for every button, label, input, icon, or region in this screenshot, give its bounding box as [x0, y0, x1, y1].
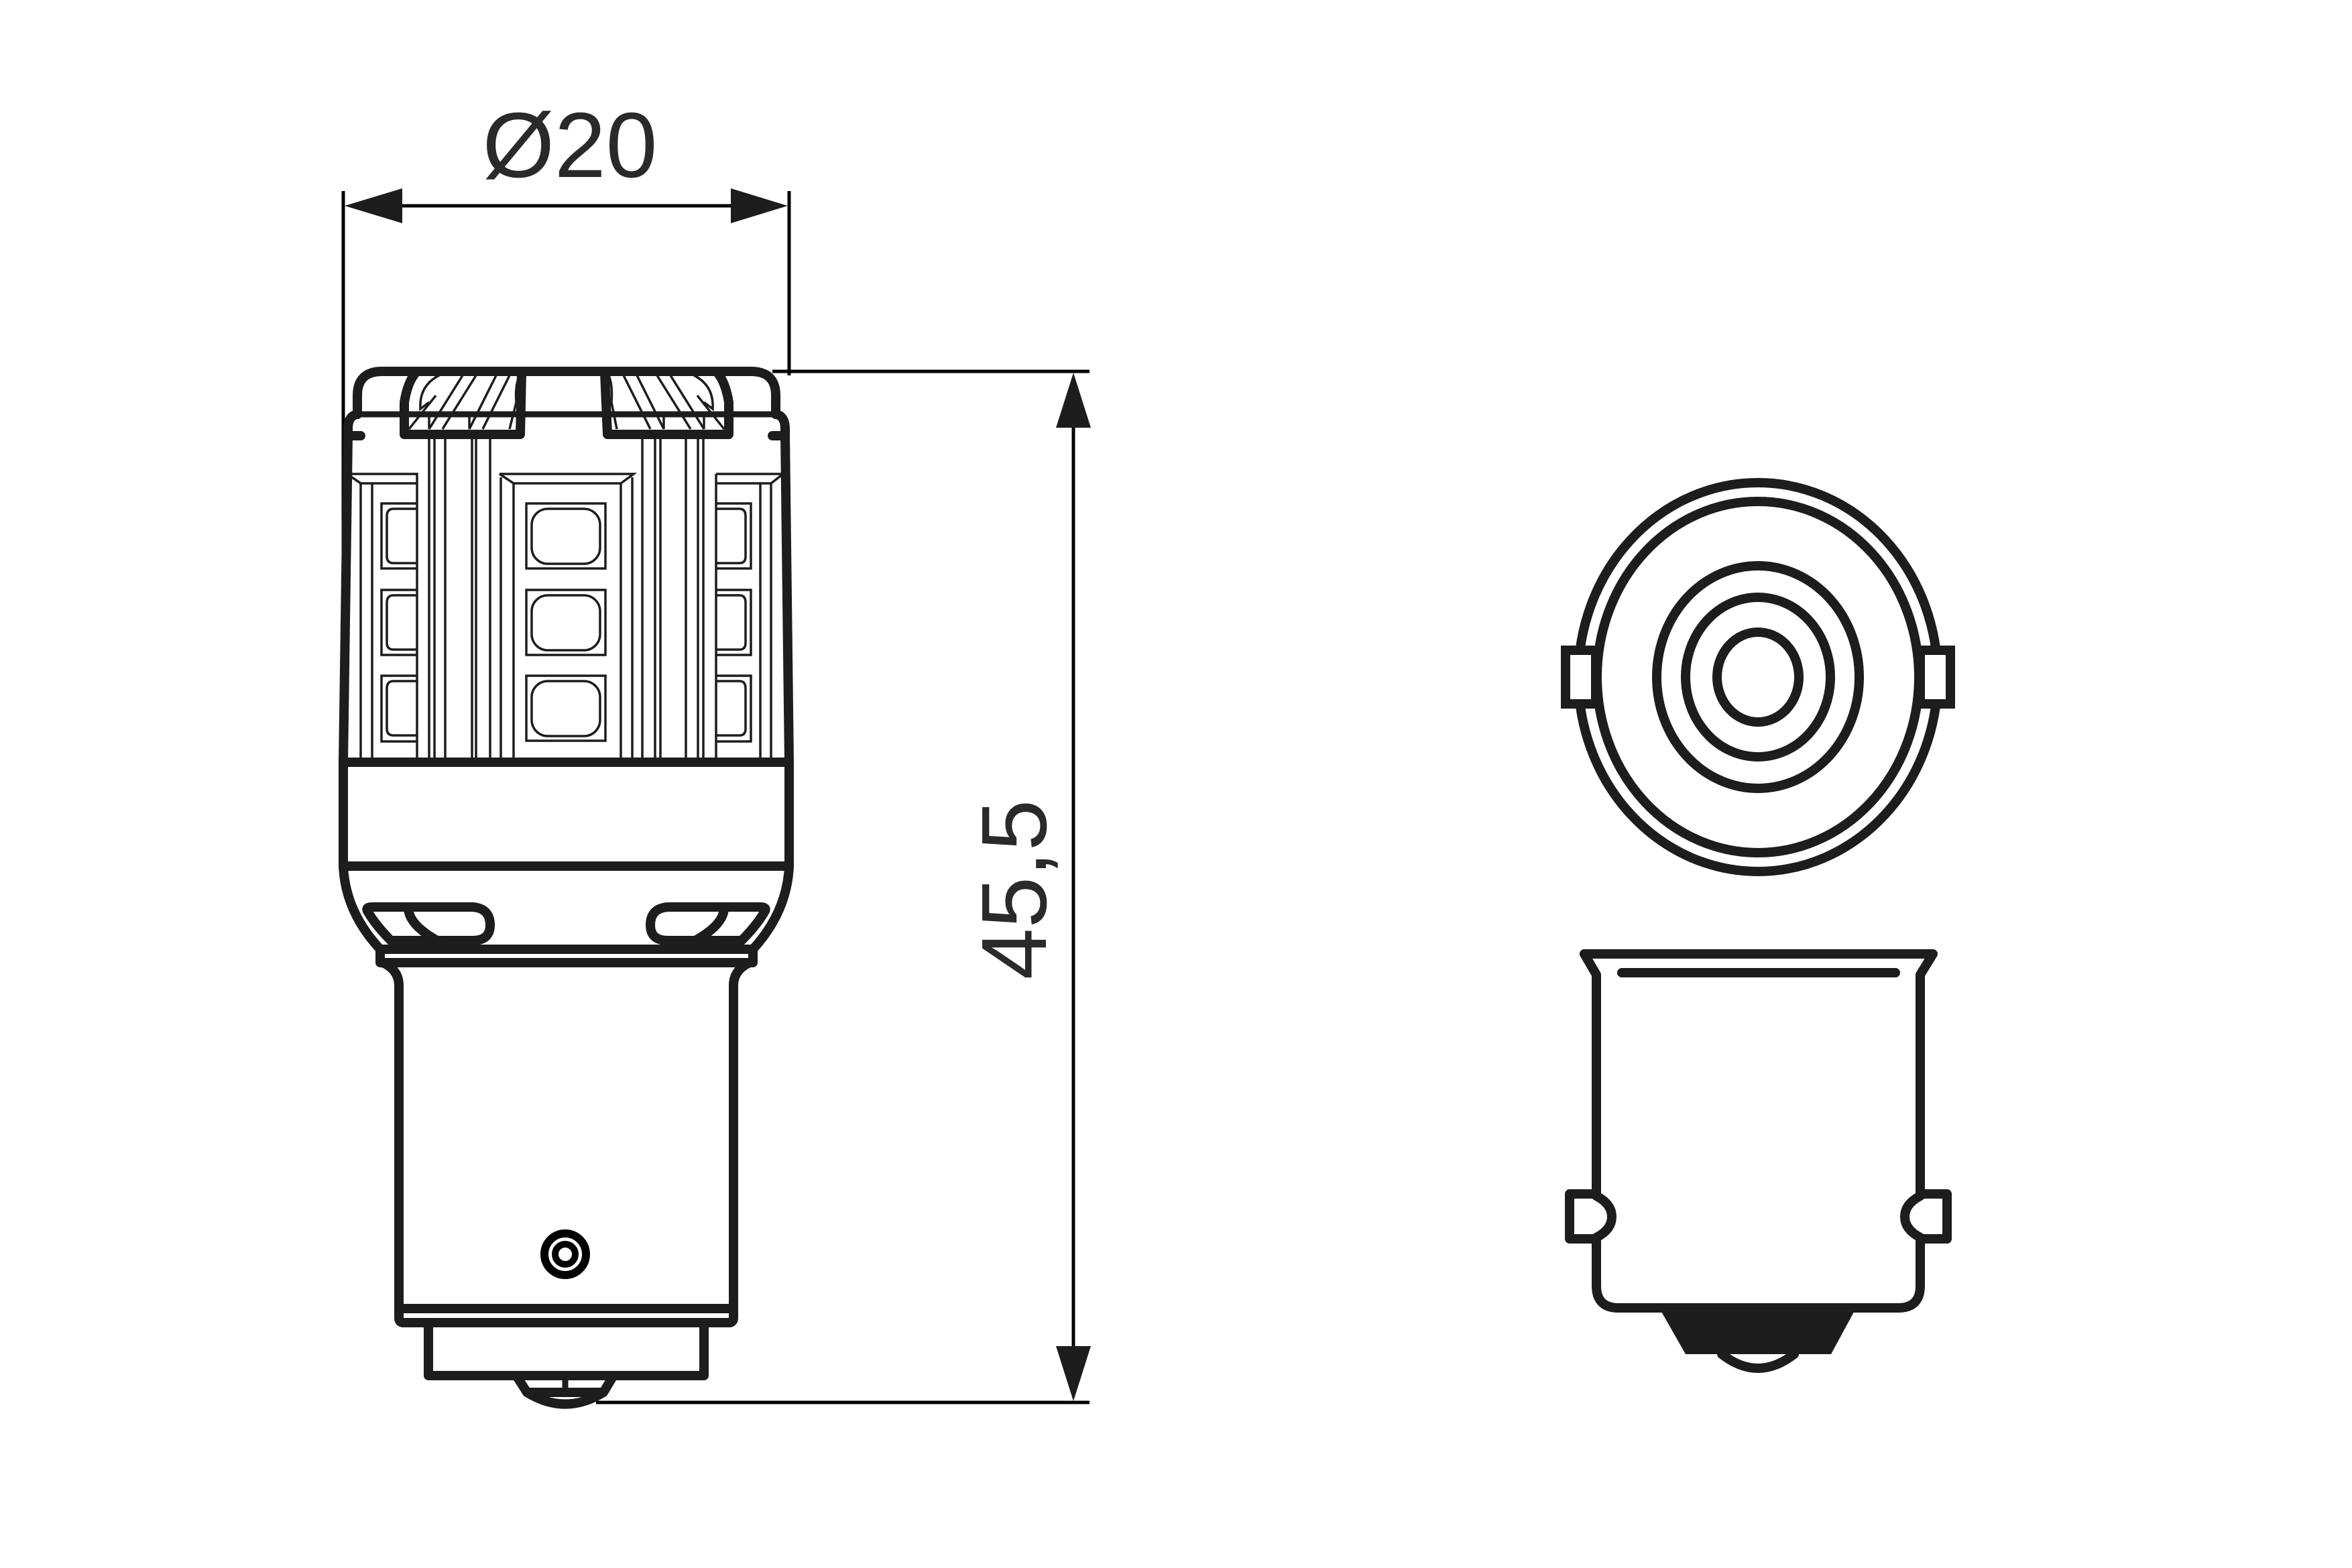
right-shoulder: [768, 410, 790, 440]
insulator-ring: [424, 1318, 709, 1380]
right-cap-notch: [600, 368, 733, 439]
solder-dome-side: [1717, 1349, 1799, 1373]
right-side-pin: [1900, 1189, 1952, 1244]
left-pin: [1561, 646, 1600, 709]
arrow-left-icon: [345, 188, 402, 223]
insulator-ring-outer: [1652, 561, 1864, 793]
metal-base-shell: [378, 958, 754, 1327]
arrow-down-icon: [1056, 1346, 1091, 1401]
base-flange-right: [1580, 949, 1938, 1199]
bayonet-pin-icon: [540, 1229, 590, 1279]
inner-ring: [1592, 497, 1924, 857]
diameter-dimension: Ø20: [341, 94, 791, 670]
left-side-pin: [1565, 1189, 1616, 1244]
led-column-left: [380, 502, 417, 743]
outer-ring: [1574, 478, 1942, 876]
arrow-right-icon: [731, 188, 788, 223]
base-collar: [375, 945, 758, 967]
led-column-right: [716, 502, 752, 743]
insulator-ring-inner: [1681, 593, 1835, 762]
left-vent-slot: [362, 902, 495, 945]
right-lower-curve: [748, 861, 794, 954]
base-shell-lower: [1592, 1234, 1925, 1313]
height-dimension: 45,5: [596, 369, 1091, 1404]
base-bottom-view: [1561, 478, 1955, 876]
left-shoulder: [343, 410, 365, 440]
body-left-edge: [339, 431, 353, 871]
left-lower-curve: [339, 861, 385, 954]
diameter-label: Ø20: [483, 94, 658, 197]
arrow-up-icon: [1056, 373, 1091, 428]
solder-contact-block: [1658, 1306, 1857, 1354]
right-vent-slot: [646, 902, 770, 945]
height-label: 45,5: [963, 800, 1066, 980]
body-right-edge: [780, 431, 794, 871]
right-pin: [1916, 646, 1955, 709]
left-cap-notch: [400, 368, 526, 439]
side-view: [339, 367, 794, 1409]
top-cap-outline: [353, 367, 780, 419]
led-panel-region: [349, 434, 787, 762]
base-side-view: [1565, 949, 1952, 1373]
solder-dome: [522, 1388, 608, 1409]
base-flange-left: [1580, 949, 1601, 1199]
center-contact: [1712, 627, 1804, 727]
led-column-center: [525, 502, 607, 742]
